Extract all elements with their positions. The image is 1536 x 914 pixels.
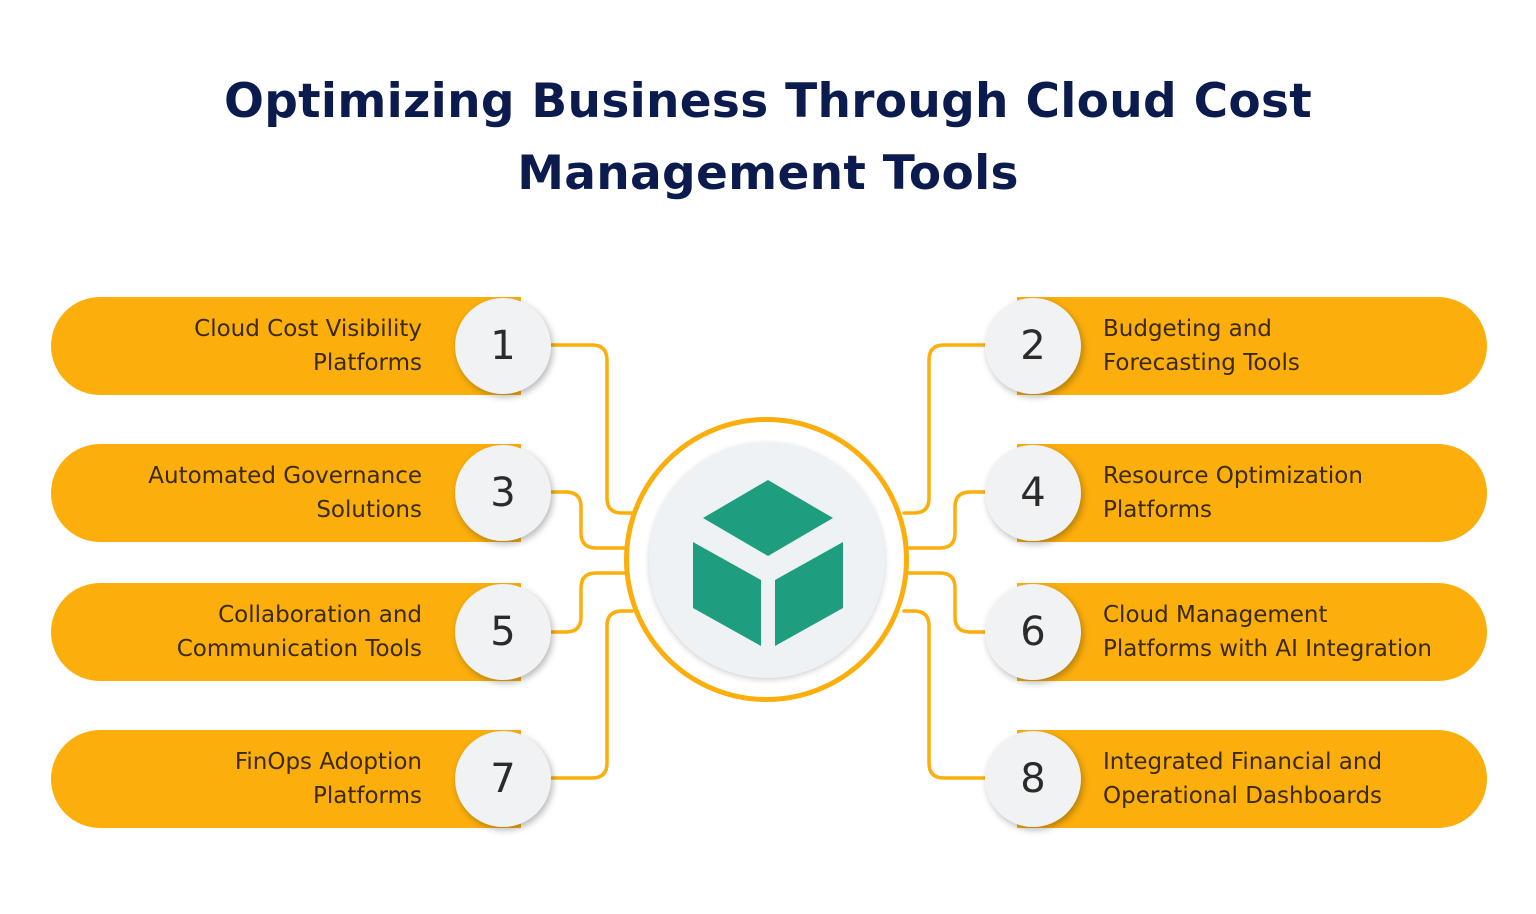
- connector-6: [906, 571, 987, 634]
- item-3-label: Automated Governance Solutions: [148, 459, 422, 527]
- item-1-number-badge: 1: [455, 298, 551, 394]
- item-7-line-2: Platforms: [313, 783, 422, 809]
- item-5-pill: Collaboration and Communication Tools: [51, 583, 521, 681]
- item-8-number-badge: 8: [985, 731, 1081, 827]
- item-2-label: Budgeting and Forecasting Tools: [1103, 312, 1300, 380]
- item-7-label: FinOps Adoption Platforms: [235, 745, 422, 813]
- connector-3: [550, 490, 630, 550]
- page-title: Optimizing Business Through Cloud Cost M…: [168, 66, 1368, 210]
- item-5-label: Collaboration and Communication Tools: [177, 598, 422, 666]
- connector-8: [902, 609, 987, 780]
- connector-4: [906, 490, 987, 550]
- item-2-number-badge: 2: [985, 298, 1081, 394]
- title-line-1: Optimizing Business Through Cloud Cost: [223, 74, 1313, 129]
- item-2-line-2: Forecasting Tools: [1103, 350, 1300, 376]
- item-1-label: Cloud Cost Visibility Platforms: [194, 312, 422, 380]
- item-5-number-badge: 5: [455, 584, 551, 680]
- item-7-pill: FinOps Adoption Platforms: [51, 730, 521, 828]
- title-line-2: Management Tools: [517, 146, 1019, 201]
- item-2-pill: Budgeting and Forecasting Tools: [1017, 297, 1487, 395]
- item-4-number-badge: 4: [985, 445, 1081, 541]
- cube-icon: [693, 480, 843, 646]
- item-2-line-1: Budgeting and: [1103, 316, 1272, 342]
- item-3-line-1: Automated Governance: [148, 463, 422, 489]
- item-6-line-2: Platforms with AI Integration: [1103, 636, 1432, 662]
- item-6-number-badge: 6: [985, 584, 1081, 680]
- item-6-line-1: Cloud Management: [1103, 602, 1328, 628]
- item-8-label: Integrated Financial and Operational Das…: [1103, 745, 1382, 813]
- item-6-label: Cloud Management Platforms with AI Integ…: [1103, 598, 1432, 666]
- connector-7: [550, 609, 634, 780]
- item-7-number-badge: 7: [455, 731, 551, 827]
- item-6-pill: Cloud Management Platforms with AI Integ…: [1017, 583, 1487, 681]
- item-3-line-2: Solutions: [316, 497, 422, 523]
- item-4-label: Resource Optimization Platforms: [1103, 459, 1363, 527]
- item-7-line-1: FinOps Adoption: [234, 749, 422, 775]
- item-1-line-2: Platforms: [313, 350, 422, 376]
- item-8-line-1: Integrated Financial and: [1103, 749, 1383, 775]
- connector-1: [550, 343, 634, 515]
- item-3-pill: Automated Governance Solutions: [51, 444, 521, 542]
- item-4-pill: Resource Optimization Platforms: [1017, 444, 1487, 542]
- item-4-line-1: Resource Optimization: [1103, 463, 1363, 489]
- connector-2: [902, 343, 987, 515]
- item-4-line-2: Platforms: [1103, 497, 1212, 523]
- item-3-number-badge: 3: [455, 445, 551, 541]
- item-8-line-2: Operational Dashboards: [1103, 783, 1383, 809]
- item-1-line-1: Cloud Cost Visibility: [194, 316, 422, 342]
- item-8-pill: Integrated Financial and Operational Das…: [1017, 730, 1487, 828]
- item-5-line-2: Communication Tools: [176, 636, 422, 662]
- connector-5: [550, 571, 630, 634]
- item-1-pill: Cloud Cost Visibility Platforms: [51, 297, 521, 395]
- item-5-line-1: Collaboration and: [218, 602, 422, 628]
